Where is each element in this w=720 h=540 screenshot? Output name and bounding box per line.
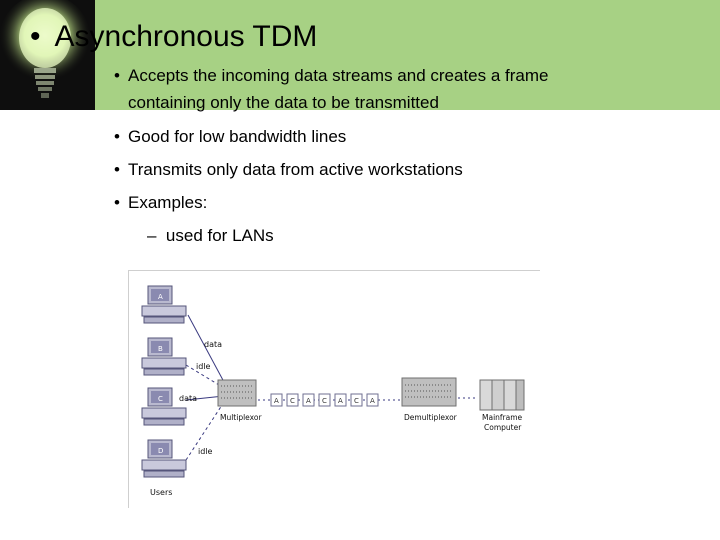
bullet-item-3: • Transmits only data from active workst… [114, 156, 564, 183]
title-text: Asynchronous TDM [54, 20, 318, 53]
bullet-item-4: • Examples: [114, 189, 414, 216]
data-label-mid: data [179, 394, 197, 403]
bullet-text-continued: containing only the data to be transmitt… [128, 93, 439, 112]
bullet-item-1: • Accepts the incoming data streams and … [114, 62, 614, 118]
workstation-b-label: B [158, 345, 163, 353]
idle-label-bottom: idle [198, 447, 213, 456]
workstation-b-icon [141, 337, 187, 376]
workstation-a-icon [141, 285, 187, 324]
mainframe-label-1: Mainframe [482, 413, 523, 422]
bullet-dot: • [114, 160, 120, 179]
frame-slot-6: C [354, 397, 359, 405]
bullet-text: Good for low bandwidth lines [128, 127, 347, 146]
sub-bullet: – used for LANs [147, 226, 274, 246]
sub-bullet-dash: – [147, 226, 157, 245]
link-a [187, 314, 225, 383]
demultiplexor-label: Demultiplexor [404, 413, 458, 422]
frame-slot-1: A [274, 397, 279, 405]
users-label: Users [150, 488, 172, 497]
bullet-dot: • [114, 193, 120, 212]
frame-slot-2: C [290, 397, 295, 405]
figure-border-top [128, 270, 540, 271]
mainframe-icon [479, 379, 525, 411]
tdm-diagram: A B C D data idle data idle Us [128, 270, 540, 508]
lightbulb-image [0, 0, 95, 110]
multiplexor-icon [217, 379, 257, 407]
workstation-c-label: C [158, 395, 163, 403]
frame-slot-4: C [322, 397, 327, 405]
bullet-text: Transmits only data from active workstat… [128, 160, 463, 179]
slide-title: • Asynchronous TDM [30, 20, 317, 54]
idle-label-top: idle [196, 362, 211, 371]
multiplexor-label: Multiplexor [220, 413, 262, 422]
mainframe-label-2: Computer [484, 423, 522, 432]
bullet-dot: • [114, 127, 120, 146]
workstation-c-icon [141, 387, 187, 426]
frame-slots [270, 393, 379, 407]
workstation-d-label: D [158, 447, 163, 455]
frame-slot-3: A [306, 397, 311, 405]
bullet-text: Accepts the incoming data streams and cr… [128, 66, 549, 85]
data-label-top: data [204, 340, 222, 349]
bullet-dot: • [114, 66, 120, 85]
workstation-a-label: A [158, 293, 163, 301]
bullet-text: Examples: [128, 193, 208, 212]
frame-slot-7: A [370, 397, 375, 405]
workstation-d-icon [141, 439, 187, 478]
title-bullet: • [30, 20, 41, 53]
bullet-item-2: • Good for low bandwidth lines [114, 123, 514, 150]
demultiplexor-icon [401, 377, 457, 407]
figure-border-left [128, 270, 129, 508]
sub-bullet-text: used for LANs [165, 226, 274, 245]
frame-slot-5: A [338, 397, 343, 405]
header-band [0, 0, 720, 110]
